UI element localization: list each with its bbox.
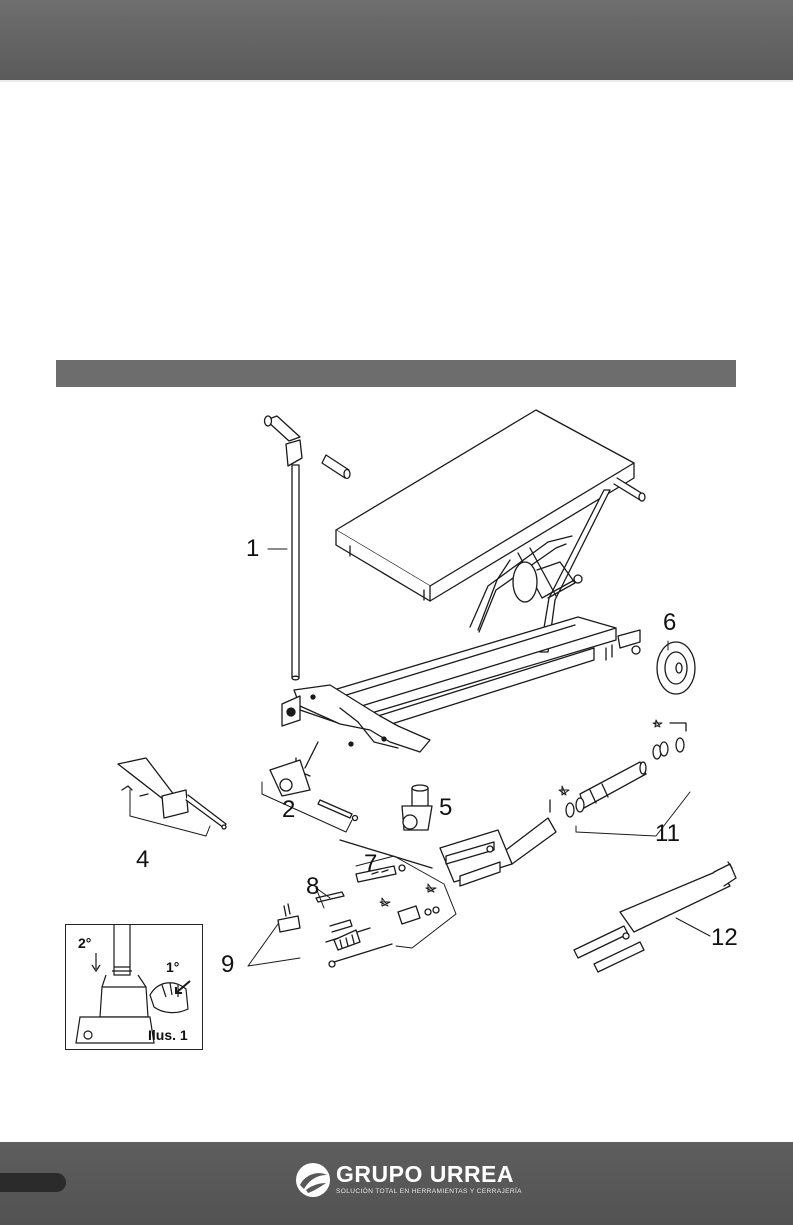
brand-logo: GRUPO URREA SOLUCIÓN TOTAL EN HERRAMIENT… — [296, 1160, 536, 1204]
callout-1: 1 — [246, 535, 259, 563]
caster-part — [318, 785, 432, 830]
page-tab — [0, 1173, 66, 1192]
callout-6: 6 — [663, 609, 676, 637]
base-frame-part — [270, 617, 616, 796]
brand-logo-icon — [296, 1163, 330, 1197]
callout-5: 5 — [439, 794, 452, 822]
swoosh-icon — [296, 1163, 330, 1197]
brand-tagline: SOLUCIÓN TOTAL EN HERRAMIENTAS Y CERRAJE… — [336, 1188, 522, 1195]
section-title-bar — [56, 360, 736, 387]
pedal-part — [118, 758, 226, 829]
callout-9: 9 — [221, 951, 234, 979]
callout-12: 12 — [711, 924, 738, 952]
inset-caption: Ilus. 1 — [148, 1027, 188, 1043]
handle-part — [265, 416, 351, 680]
valve-parts — [278, 865, 439, 967]
callout-4: 4 — [136, 846, 149, 874]
callout-leaders — [130, 549, 710, 966]
callout-11: 11 — [655, 820, 680, 848]
callout-7: 7 — [364, 850, 377, 878]
wheel-part — [618, 630, 695, 694]
callout-2: 2 — [282, 796, 295, 824]
callout-8: 8 — [306, 873, 319, 901]
inset-step-first: 1° — [166, 959, 179, 975]
header-bar — [0, 0, 793, 82]
inset-illustration: 2° 1° Ilus. 1 — [65, 924, 203, 1050]
pump-assembly-part — [574, 862, 736, 972]
inset-step-second: 2° — [78, 935, 91, 951]
brand-name: GRUPO URREA — [336, 1161, 514, 1188]
